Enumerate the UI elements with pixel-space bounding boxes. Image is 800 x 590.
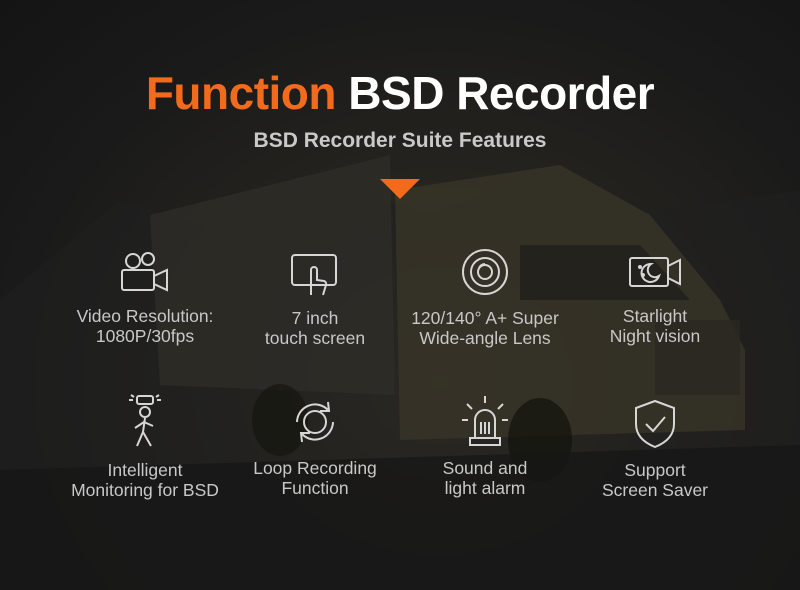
touch-screen-icon	[291, 254, 337, 296]
page-title: Function BSD Recorder	[0, 66, 800, 120]
title-main: BSD Recorder	[348, 67, 655, 119]
feature-label: 7 inch touch screen	[264, 308, 366, 348]
feature-screen-saver: Support Screen Saver	[560, 398, 750, 500]
shield-check-icon	[635, 399, 675, 449]
feature-intelligent-monitoring: Intelligent Monitoring for BSD	[50, 394, 240, 500]
feature-label: Intelligent Monitoring for BSD	[71, 460, 219, 500]
feature-sound-light-alarm: Sound and light alarm	[390, 394, 580, 498]
feature-label: 120/140° A+ Super Wide-angle Lens	[411, 308, 559, 348]
pedestrian-monitoring-icon	[129, 394, 161, 447]
feature-label: Loop Recording Function	[253, 458, 377, 498]
feature-video-resolution: Video Resolution: 1080P/30fps	[50, 250, 240, 346]
camera-lens-icon	[462, 249, 508, 295]
feature-label: Starlight Night vision	[609, 306, 701, 346]
title-accent: Function	[145, 67, 337, 119]
feature-touch-screen: 7 inch touch screen	[220, 252, 410, 348]
feature-label: Video Resolution: 1080P/30fps	[76, 306, 214, 346]
feature-loop-recording: Loop Recording Function	[220, 396, 410, 498]
feature-wide-angle-lens: 120/140° A+ Super Wide-angle Lens	[390, 246, 580, 348]
feature-night-vision: Starlight Night vision	[560, 250, 750, 346]
down-arrow-icon	[380, 179, 420, 199]
page-subtitle: BSD Recorder Suite Features	[253, 129, 547, 152]
video-camera-icon	[121, 252, 168, 292]
loop-recording-icon	[296, 401, 334, 443]
feature-label: Support Screen Saver	[601, 460, 709, 500]
alarm-light-icon	[462, 396, 508, 446]
night-vision-camera-icon	[629, 257, 681, 287]
feature-label: Sound and light alarm	[442, 458, 528, 498]
